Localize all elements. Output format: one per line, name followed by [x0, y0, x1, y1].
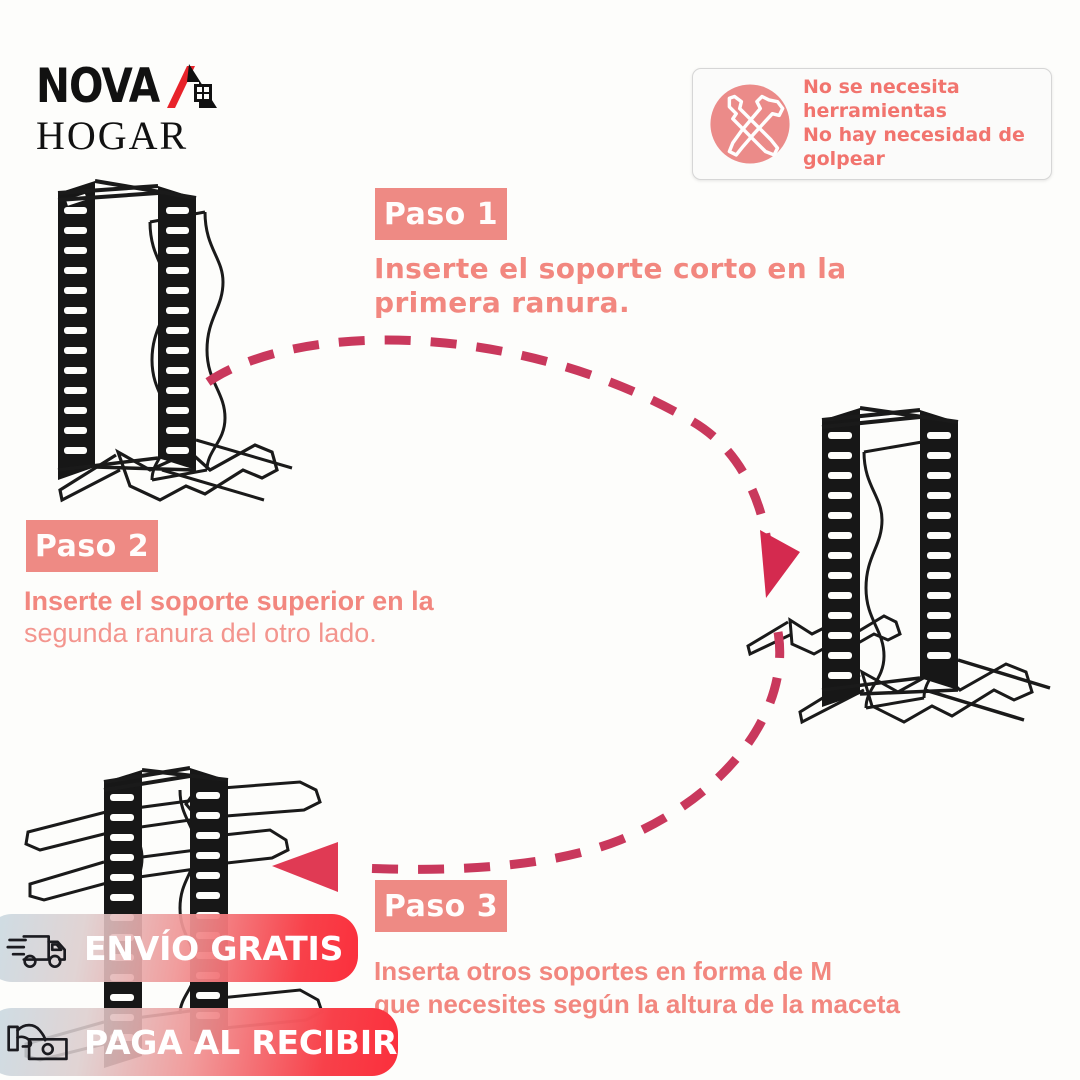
promo-free-shipping-label: ENVÍO GRATIS: [84, 928, 344, 968]
logo-hogar-text: HOGAR: [36, 113, 189, 158]
step-2-badge: Paso 2: [26, 520, 158, 572]
step-2-text: Inserte el soporte superior en la segund…: [24, 585, 544, 650]
promo-free-shipping[interactable]: ENVÍO GRATIS: [0, 914, 358, 982]
step-1-line-1: Inserte el soporte corto en la: [374, 252, 847, 285]
logo-nova-row: NOVA: [36, 58, 266, 110]
post-slots-left: [64, 207, 87, 454]
no-tools-line-2: herramientas: [803, 100, 947, 123]
step-3-line-1: Inserta otros soportes en forma de M: [374, 956, 832, 986]
promo-cash-on-delivery[interactable]: PAGA AL RECIBIR: [0, 1008, 398, 1076]
house-roof-icon: [167, 64, 218, 108]
no-tools-text: No se necesita herramientas No hay neces…: [803, 76, 1025, 172]
crossed-tools-no-icon: [710, 84, 790, 164]
step-3-line-2: que necesites según la altura de la mace…: [374, 989, 901, 1020]
brand-logo: NOVA HOGAR: [36, 58, 266, 168]
step-1-text: Inserte el soporte corto en la primera r…: [374, 252, 894, 319]
no-tools-line-4: golpear: [803, 147, 885, 170]
no-tools-badge: No se necesita herramientas No hay neces…: [692, 68, 1052, 180]
delivery-truck-icon: [6, 935, 66, 968]
logo-nova-text: NOVA: [36, 59, 160, 114]
step-3-text: Inserta otros soportes en forma de M que…: [374, 955, 994, 1022]
hand-cash-icon: [7, 1023, 68, 1061]
promo-cash-on-delivery-label: PAGA AL RECIBIR: [84, 1022, 398, 1062]
step-1-line-2: primera ranura.: [374, 285, 630, 319]
no-tools-line-1: No se necesita: [803, 76, 960, 99]
step-1-badge: Paso 1: [375, 188, 507, 240]
no-tools-line-3: No hay necesidad de: [803, 124, 1025, 146]
step-3-badge: Paso 3: [375, 880, 507, 932]
step-2-line-2: segunda ranura del otro lado.: [24, 618, 377, 649]
step-2-line-1: Inserte el soporte superior en la: [24, 586, 434, 616]
